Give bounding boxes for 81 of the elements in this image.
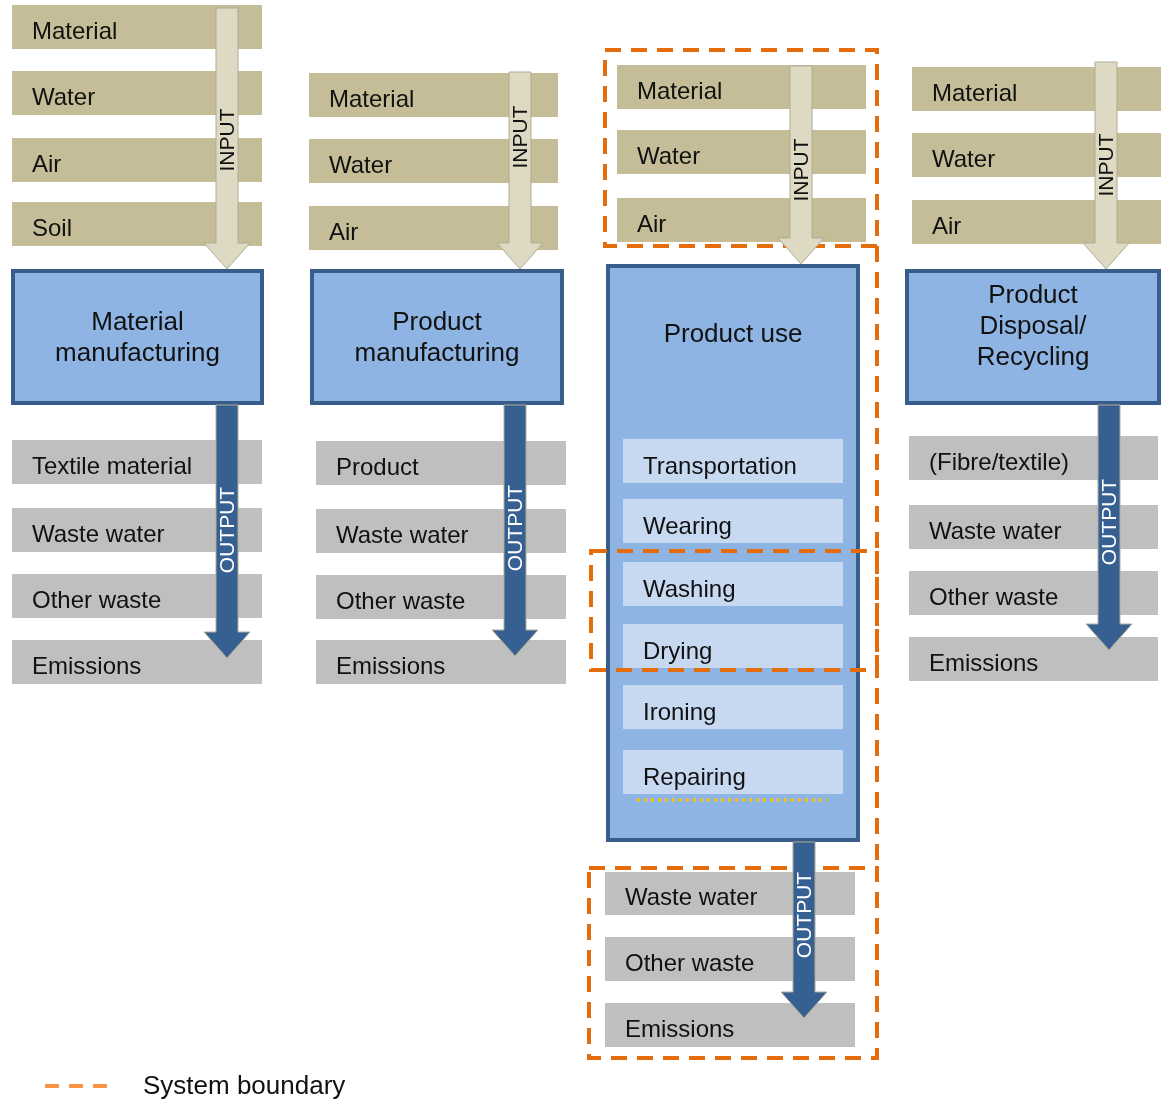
activity-bar [623, 499, 843, 543]
bar-text: Material [32, 17, 118, 44]
bar-text: Emissions [32, 652, 142, 679]
bar-text: Other waste [929, 583, 1059, 610]
bar-text: Emissions [929, 649, 1039, 676]
block-arrow [777, 65, 825, 265]
bar-text: Washing [643, 575, 736, 602]
process-box [905, 269, 1161, 405]
bar-text: Air [932, 212, 962, 239]
bar-text: Material [637, 77, 723, 104]
legend-text: System boundary [143, 1070, 346, 1101]
bar-text: Product [336, 453, 419, 480]
bar-text: Transportation [643, 452, 797, 479]
output-bar [909, 571, 1158, 615]
edge-label: OUTPUT [1098, 478, 1120, 566]
block-arrow [203, 7, 251, 270]
output-bar [12, 574, 262, 618]
output-bar [12, 640, 262, 684]
block-arrow [1082, 61, 1130, 270]
process-box [310, 269, 564, 405]
input-bar [617, 65, 866, 109]
edge-label: OUTPUT [793, 871, 815, 959]
bar-text: Waste water [32, 520, 165, 547]
bar-text: Air [637, 210, 667, 237]
block-arrow [780, 841, 828, 1019]
activity-bar [623, 750, 843, 794]
process-box [606, 264, 860, 842]
output-bar [605, 1003, 855, 1047]
bar-text: Water [329, 151, 393, 178]
input-bar [12, 5, 262, 49]
process-title: Product use [662, 318, 804, 350]
bar-text: Other waste [625, 949, 755, 976]
bar-text: Material [932, 79, 1018, 106]
bar-text: Soil [32, 214, 73, 241]
bar-text: Waste water [336, 521, 469, 548]
bar-text: Material [329, 85, 415, 112]
block-arrow [491, 404, 539, 657]
input-bar [617, 198, 866, 242]
output-bar [316, 640, 566, 684]
output-bar [316, 575, 566, 619]
input-bar [912, 200, 1161, 244]
bar-text: Other waste [32, 586, 162, 613]
bar-text: Water [637, 142, 701, 169]
bar-text: Air [329, 218, 359, 245]
edge-label: OUTPUT [216, 486, 238, 574]
bar-text: Waste water [625, 883, 758, 910]
input-bar [12, 202, 262, 246]
bar-text: Emissions [625, 1015, 735, 1042]
process-title: Product Disposal/ Recycling [975, 279, 1091, 373]
activity-bar [623, 624, 843, 668]
bar-text: Repairing [643, 763, 746, 790]
output-bar [316, 441, 566, 485]
edge-label: INPUT [1095, 133, 1117, 197]
bar-text: Water [32, 83, 96, 110]
output-bar [909, 436, 1158, 480]
process-title: Product manufacturing [353, 305, 521, 369]
bar-text: Wearing [643, 512, 732, 539]
bar-text: Textile material [32, 452, 193, 479]
bar-text: Emissions [336, 652, 446, 679]
edge-label: INPUT [509, 105, 531, 169]
edge-label: INPUT [216, 108, 238, 172]
bar-text: Water [932, 145, 996, 172]
bar-text: Ironing [643, 698, 717, 725]
input-bar [912, 67, 1161, 111]
activity-bar [623, 439, 843, 483]
activity-bar [623, 685, 843, 729]
output-bar [12, 440, 262, 484]
block-arrow [496, 71, 544, 270]
block-arrow [1085, 404, 1133, 651]
bar-text: Waste water [929, 517, 1062, 544]
output-bar [909, 637, 1158, 681]
activity-bar [623, 562, 843, 606]
edge-label: OUTPUT [504, 484, 526, 572]
process-box [11, 269, 264, 405]
block-arrow [203, 404, 251, 659]
edge-label: INPUT [790, 138, 812, 202]
bar-text: Other waste [336, 587, 466, 614]
bar-text: Air [32, 150, 62, 177]
bar-text: Drying [643, 637, 713, 664]
process-title: Material manufacturing [54, 305, 221, 369]
bar-text: (Fibre/textile) [929, 448, 1070, 475]
